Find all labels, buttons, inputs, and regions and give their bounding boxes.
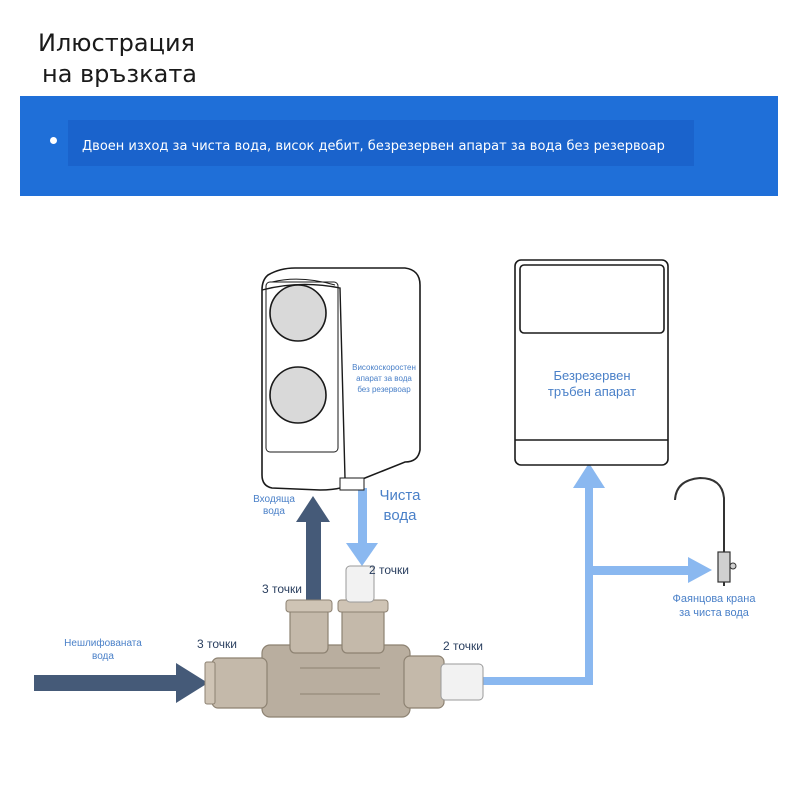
feature-banner: [20, 96, 778, 196]
faucet-label-line-2: за чиста вода: [679, 607, 749, 619]
clean-water-line-1: Чиста: [379, 487, 421, 504]
inlet-water-line-2: вода: [263, 506, 285, 517]
faucet: [674, 476, 737, 586]
tankless-machine: [514, 259, 669, 466]
tankless-label: Безрезервен тръбен апарат: [522, 368, 662, 400]
purifier-label-line-3: без резервоар: [357, 385, 411, 394]
purifier-label-line-2: апарат за вода: [356, 374, 412, 383]
tankless-label-line-1: Безрезервен: [553, 368, 631, 383]
clean-water-pipes: [346, 463, 712, 685]
inlet-water-label: Входяща вода: [244, 494, 304, 518]
clean-water-label: Чиста вода: [370, 486, 430, 526]
points-label-top-right: 2 точки: [369, 563, 409, 577]
banner-inner-box: [68, 120, 694, 166]
inlet-water-line-1: Входяща: [253, 494, 295, 505]
banner-text: Двоен изход за чиста вода, висок дебит, …: [82, 139, 665, 154]
inlet-arrows: [34, 496, 330, 703]
faucet-label: Фаянцова крана за чиста вода: [664, 592, 764, 620]
valve-fitting: [204, 565, 484, 718]
points-label-right: 2 точки: [443, 639, 483, 653]
tankless-label-line-2: тръбен апарат: [547, 384, 637, 399]
diagram-title: Илюстрация на връзката: [38, 28, 197, 90]
faucet-label-line-1: Фаянцова крана: [672, 593, 756, 605]
purifier-label: Високоскоростен апарат за вода без резер…: [344, 362, 424, 395]
title-line-2: на връзката: [42, 60, 198, 88]
raw-water-line-2: вода: [92, 651, 114, 662]
raw-water-label: Нешлифованата вода: [58, 637, 148, 663]
points-label-mid-left: 3 точки: [197, 637, 237, 651]
title-line-1: Илюстрация: [38, 29, 195, 57]
points-label-top-left: 3 точки: [262, 582, 302, 596]
raw-water-line-1: Нешлифованата: [64, 638, 142, 649]
high-speed-purifier: [261, 267, 421, 491]
clean-water-line-2: вода: [383, 507, 417, 524]
bullet-dot: [50, 137, 57, 144]
purifier-label-line-1: Високоскоростен: [352, 363, 416, 372]
